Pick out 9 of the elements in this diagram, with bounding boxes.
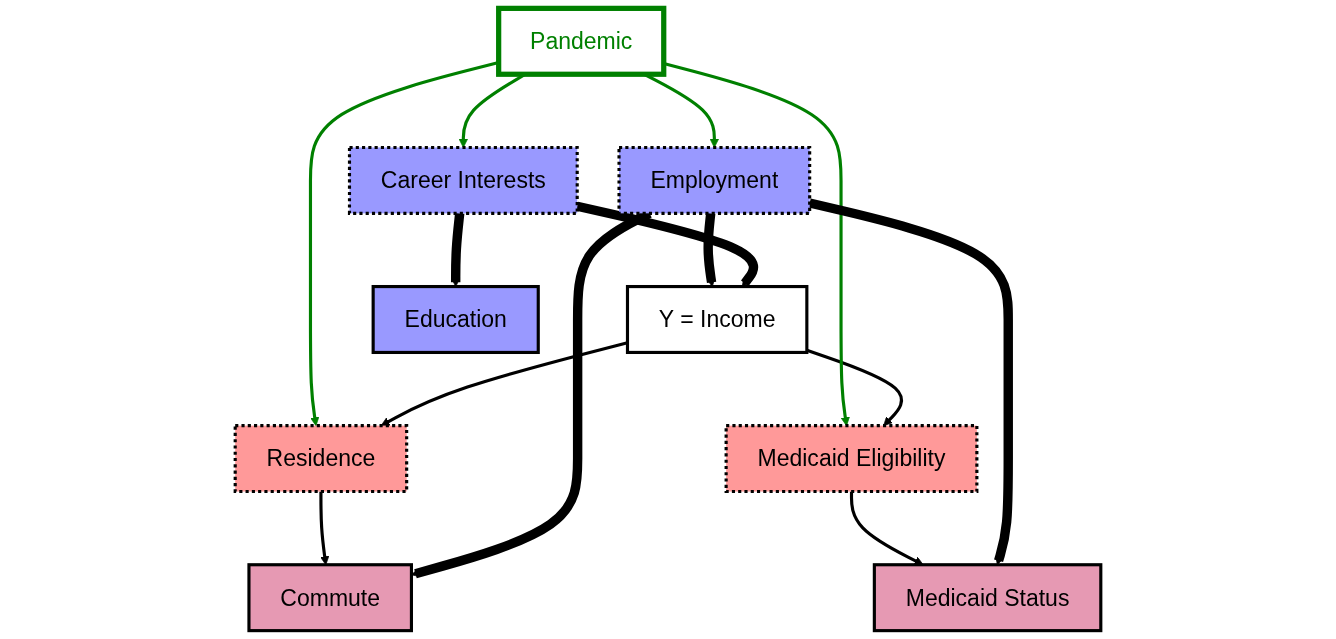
node-box: Commute xyxy=(247,563,413,633)
node-box: Pandemic xyxy=(496,5,667,77)
node-box: Residence xyxy=(233,424,409,494)
node-box: Career Interests xyxy=(347,145,579,215)
node-box: Medicaid Status xyxy=(872,563,1103,633)
node-box: Medicaid Eligibility xyxy=(724,424,979,494)
node-box: Education xyxy=(371,285,540,354)
node-box: Employment xyxy=(617,145,812,215)
node-box: Y = Income xyxy=(625,285,809,354)
